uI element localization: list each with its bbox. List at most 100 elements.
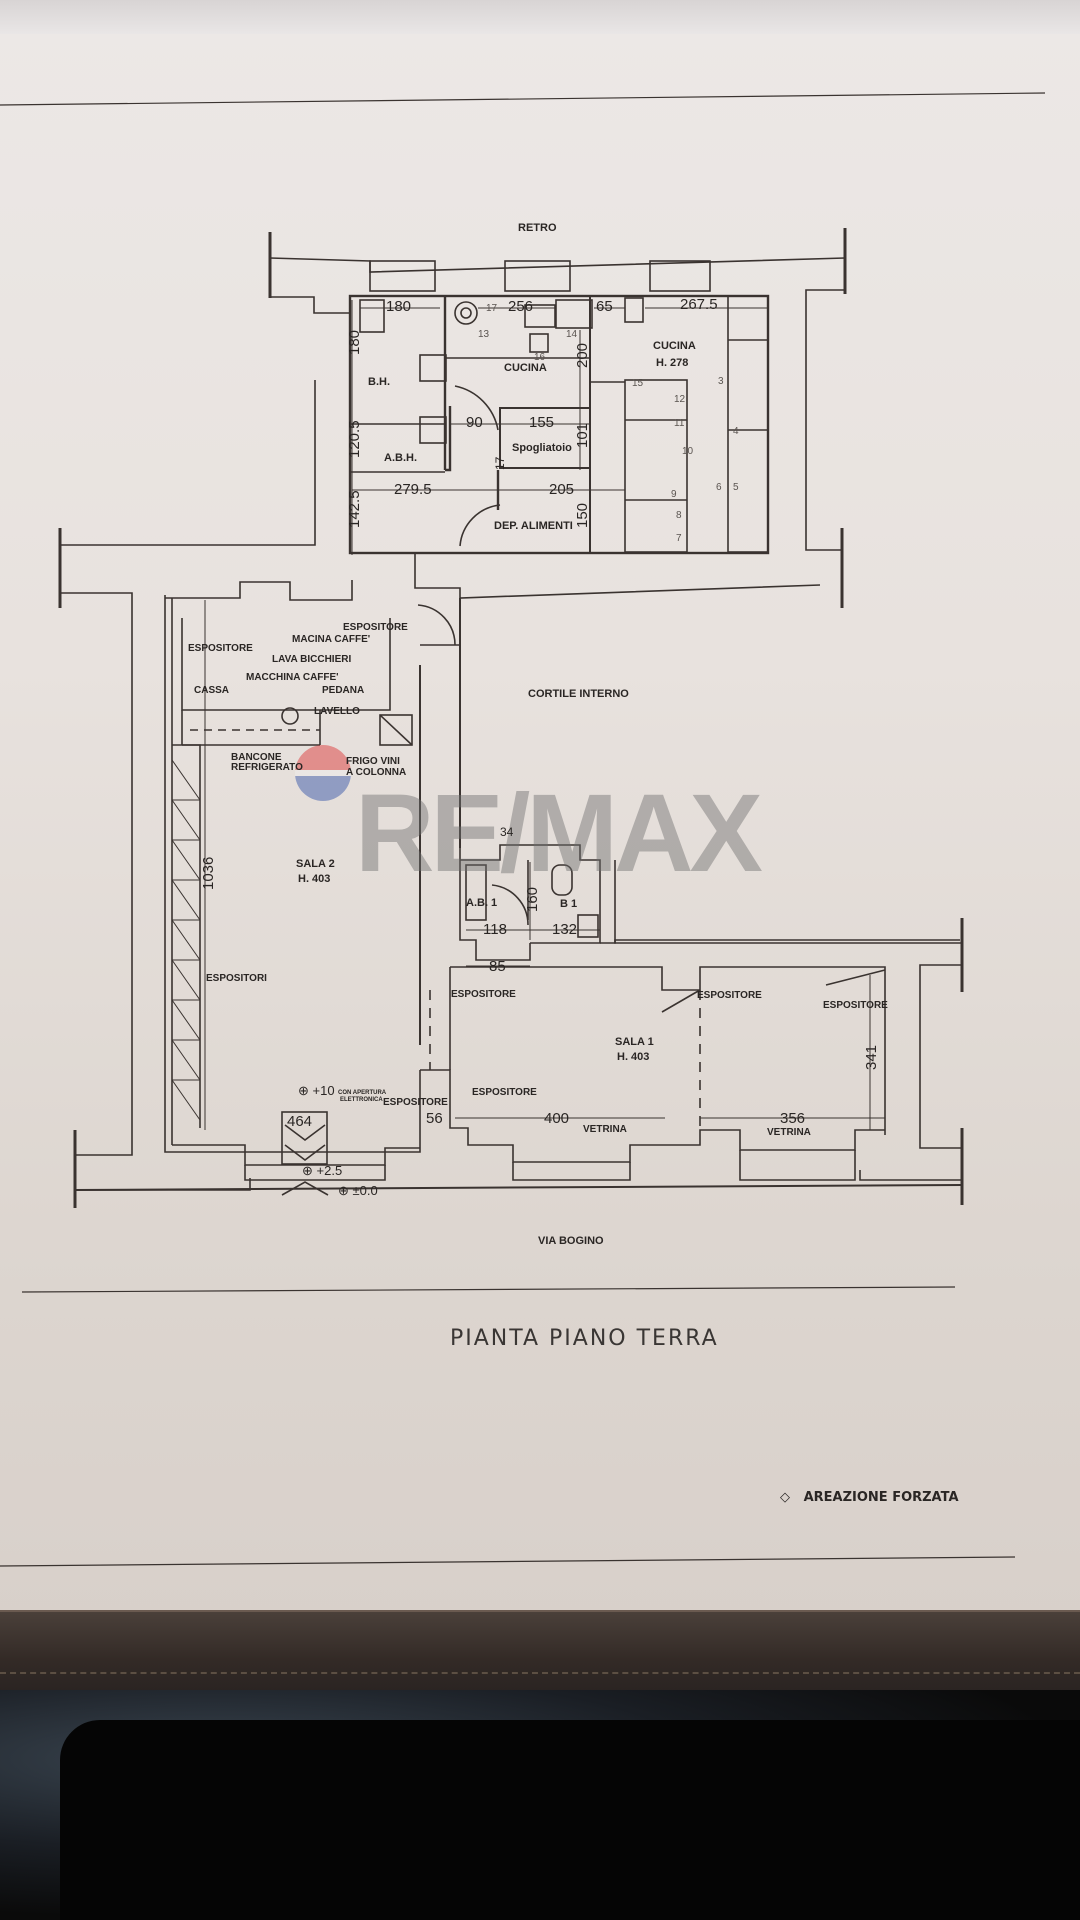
label-retro: RETRO: [518, 222, 557, 234]
label-espositore-bar-right: ESPOSITORE: [343, 622, 408, 633]
room-spogliatoio: Spogliatoio: [512, 442, 572, 454]
label-refrigerato: REFRIGERATO: [231, 762, 303, 773]
legend-label: AREAZIONE FORZATA: [803, 1490, 959, 1505]
label-con-apertura: CON APERTURA: [338, 1090, 387, 1096]
dim-17: 17: [493, 456, 507, 470]
remax-balloon-logo: [295, 745, 351, 801]
dim-132: 132: [552, 921, 578, 938]
dim-155: 155: [529, 414, 555, 431]
legend: ◇ AREAZIONE FORZATA: [780, 1490, 959, 1505]
dim-256: 256: [508, 298, 534, 315]
dim-180-h: 180: [386, 298, 412, 315]
label-macina-caffe: MACINA CAFFE': [292, 634, 371, 645]
kitchen-number: 4: [733, 426, 739, 437]
kitchen-number: 17: [486, 303, 498, 314]
label-frigo-vini: FRIGO VINI: [346, 756, 400, 767]
dim-160: 160: [524, 886, 541, 912]
dim-356: 356: [780, 1110, 806, 1127]
dim-1036: 1036: [200, 856, 217, 890]
dim-34: 34: [500, 825, 514, 839]
kitchen-number: 16: [534, 352, 546, 363]
dim-200: 200: [574, 342, 591, 368]
level-plus-2-5: ⊕ +2.5: [302, 1163, 342, 1179]
dim-464: 464: [287, 1113, 313, 1130]
kitchen-number: 3: [718, 376, 724, 387]
label-espositore-sala1-a: ESPOSITORE: [451, 989, 516, 1000]
level-marker-icon: ⊕: [338, 1183, 349, 1198]
kitchen-number: 15: [632, 378, 644, 389]
dim-118: 118: [483, 921, 507, 938]
dim-120-5: 120.5: [346, 420, 363, 458]
room-abh: A.B.H.: [384, 452, 417, 464]
room-b1: B 1: [560, 898, 578, 910]
dim-279-5: 279.5: [394, 481, 432, 498]
level-marker-icon: ⊕: [302, 1163, 313, 1178]
kitchen-number: 12: [674, 394, 686, 405]
label-espositore-front-left: ESPOSITORE: [383, 1097, 448, 1108]
dim-267-5: 267.5: [680, 296, 718, 313]
room-cucina-small: CUCINA: [504, 362, 547, 374]
ventilation-icon: ◇: [780, 1490, 790, 1505]
label-macchina-caffe: MACCHINA CAFFE': [246, 672, 339, 683]
label-a-colonna: A COLONNA: [346, 767, 407, 778]
label-lavello: LAVELLO: [314, 706, 360, 717]
room-cucina-height: H. 278: [656, 357, 689, 369]
label-bancone: BANCONE: [231, 752, 282, 763]
dim-101: 101: [574, 422, 591, 448]
floor-plan-drawing: [0, 92, 1046, 1567]
dim-56: 56: [426, 1110, 443, 1127]
room-cucina-main: CUCINA: [653, 340, 696, 352]
kitchen-number: 6: [716, 482, 722, 493]
dim-341: 341: [863, 1044, 880, 1070]
label-cassa: CASSA: [194, 685, 230, 696]
background-shadow: [60, 1720, 1080, 1920]
dim-150: 150: [574, 502, 591, 528]
label-elettronica: ELETTRONICA: [340, 1097, 383, 1103]
level-plus-10-value: +10: [312, 1083, 335, 1098]
level-marker-icon: ⊕: [298, 1083, 309, 1098]
binder-stitching: [0, 1672, 1080, 1674]
dim-90: 90: [466, 414, 483, 431]
kitchen-number: 13: [478, 329, 490, 340]
room-sala-2: SALA 2: [296, 858, 335, 870]
label-espositore-sala1-d: ESPOSITORE: [472, 1087, 537, 1098]
dim-65: 65: [596, 298, 613, 315]
level-plus-10: ⊕ +10: [298, 1083, 335, 1099]
paper-sheet: [0, 0, 1080, 1640]
plan-title: PIANTA PIANO TERRA: [450, 1326, 719, 1351]
kitchen-number: 8: [676, 510, 682, 521]
label-vetrina-2: VETRINA: [767, 1127, 811, 1138]
room-sala-2-height: H. 403: [298, 873, 331, 885]
level-zero: ⊕ ±0.0: [338, 1183, 378, 1199]
room-dep-alimenti: DEP. ALIMENTI: [494, 520, 573, 532]
level-plus-2-5-value: +2.5: [316, 1163, 343, 1178]
label-vetrina-1: VETRINA: [583, 1124, 627, 1135]
label-cortile-interno: CORTILE INTERNO: [528, 688, 629, 700]
kitchen-number: 5: [733, 482, 739, 493]
dim-205: 205: [549, 481, 575, 498]
dim-85: 85: [489, 958, 506, 975]
label-espositore-sala1-c: ESPOSITORE: [823, 1000, 888, 1011]
level-zero-value: ±0.0: [352, 1183, 378, 1198]
room-sala-1: SALA 1: [615, 1036, 654, 1048]
kitchen-number: 10: [682, 446, 694, 457]
label-espositore-sala1-b: ESPOSITORE: [697, 990, 762, 1001]
label-via-bogino: VIA BOGINO: [538, 1235, 604, 1247]
room-ab1: A.B. 1: [466, 897, 498, 909]
label-espositori: ESPOSITORI: [206, 973, 267, 984]
kitchen-number: 11: [674, 418, 685, 429]
label-espositore-bar-left: ESPOSITORE: [188, 643, 253, 654]
paper-top-edge: [0, 0, 1080, 34]
room-bh: B.H.: [368, 376, 390, 388]
dim-400: 400: [544, 1110, 570, 1127]
label-lava-bicchieri: LAVA BICCHIERI: [272, 654, 352, 665]
room-sala-1-height: H. 403: [617, 1051, 650, 1063]
dim-142-5: 142.5: [346, 490, 363, 528]
binder-edge: [0, 1610, 1080, 1692]
kitchen-number: 7: [676, 533, 682, 544]
kitchen-number: 14: [566, 329, 578, 340]
dim-180-v: 180: [346, 329, 363, 355]
remax-watermark: RE/MAX: [355, 772, 763, 895]
kitchen-number: 9: [671, 489, 677, 500]
label-pedana: PEDANA: [322, 685, 365, 696]
